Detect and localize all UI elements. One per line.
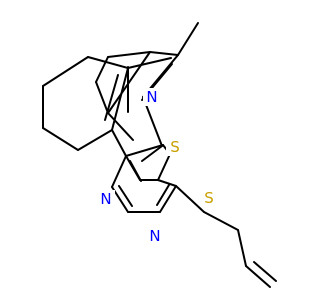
bond-cyc-4 [107, 112, 134, 141]
bond-cyc-1 [107, 51, 151, 58]
bond-thr-2 [42, 56, 89, 87]
bond-ar-2 [111, 67, 129, 131]
atom-pyrimidine-nitrogen-1: N [97, 190, 115, 208]
bond-py-4b [156, 184, 170, 206]
bond-thr-5 [77, 129, 113, 151]
molecule-structure-canvas: N S N N S [42, 22, 277, 288]
bond-ar-4 [125, 144, 164, 157]
bond-thr-1 [87, 56, 129, 69]
bond-c8a-c [141, 145, 163, 162]
atom-ring-sulfur: S [166, 138, 184, 156]
atom-pyrimidine-nitrogen-2: N [146, 227, 164, 245]
bond-ch-ch2 [245, 265, 271, 288]
bond-py-2b [118, 185, 133, 207]
bond-ar-1 [127, 57, 172, 69]
atom-label-n: N [149, 227, 160, 245]
bond-th-1b [129, 160, 142, 182]
bond-ar-3 [111, 129, 127, 157]
bonds [42, 22, 277, 288]
atom-label-n: N [100, 190, 111, 208]
atom-thioether-sulfur: S [200, 189, 218, 207]
atom-labels: N S N N S [97, 88, 218, 245]
bond-py-5 [157, 179, 177, 187]
bond-thr-4 [42, 127, 79, 151]
bond-s-ch2 [203, 211, 239, 231]
bond-cyc-3 [95, 81, 109, 114]
bond-ar-2b [104, 74, 119, 121]
atom-label-s: S [170, 138, 180, 156]
atom-pyridine-nitrogen: N [143, 88, 161, 106]
bond-ethyl-ch2 [149, 51, 179, 56]
bond-ch-ch2-double [253, 261, 277, 282]
bond-s-c4 [175, 185, 205, 213]
atom-label-s: S [204, 189, 214, 207]
bond-th-3 [157, 153, 171, 181]
bond-py-1 [111, 155, 127, 188]
bond-ethyl-ch3 [177, 22, 199, 56]
bond-py-4 [159, 185, 177, 213]
atom-label-n: N [146, 88, 157, 106]
bond-ch2-ch [237, 229, 247, 267]
